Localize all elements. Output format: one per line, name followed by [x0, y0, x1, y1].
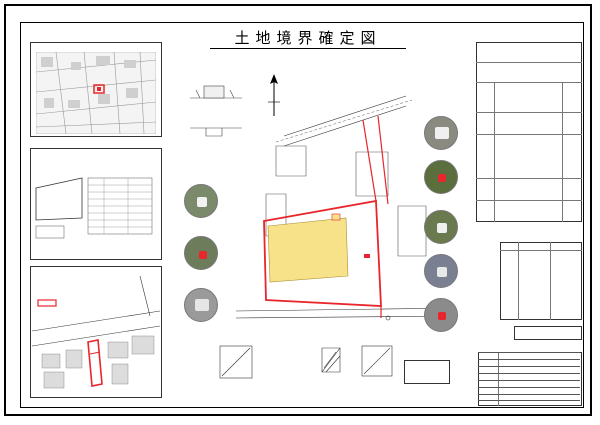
- title-block-row: [478, 373, 580, 381]
- north-arrow: [268, 74, 280, 116]
- outer-frame: [4, 4, 592, 416]
- title-block-row: [478, 359, 580, 367]
- title-block-row: [478, 380, 580, 388]
- lot-plan: [35, 177, 153, 239]
- symbol-table: [404, 360, 450, 384]
- inner-frame: [20, 22, 584, 408]
- title-block-row: [478, 394, 580, 402]
- notes-box: [476, 42, 582, 222]
- lot-plan-box: [30, 148, 162, 260]
- site-plan: [235, 95, 457, 321]
- detail-map-box: [30, 266, 162, 398]
- boundary-photo-8: [424, 298, 458, 332]
- boundary-photo-5: [424, 160, 458, 194]
- boundary-photo-4: [424, 116, 458, 150]
- area-table: [514, 326, 582, 340]
- boundary-photo-2: [184, 236, 218, 270]
- title-block-row: [478, 352, 580, 360]
- marker-legend: [219, 345, 393, 379]
- boundary-photo-3: [184, 288, 218, 322]
- boundary-photo-7: [424, 254, 458, 288]
- boundary-photo-1: [184, 184, 218, 218]
- document-title: 土地境界確定図: [210, 28, 406, 49]
- title-block-row: [478, 400, 580, 406]
- location-map-box: [30, 42, 162, 137]
- cross-section-sketch: [190, 85, 242, 137]
- boundary-photo-6: [424, 210, 458, 244]
- title-block-row: [478, 366, 580, 374]
- title-block-row: [478, 387, 580, 395]
- detail-map: [32, 276, 160, 389]
- location-map: [36, 52, 156, 134]
- coordinate-table: [500, 242, 582, 320]
